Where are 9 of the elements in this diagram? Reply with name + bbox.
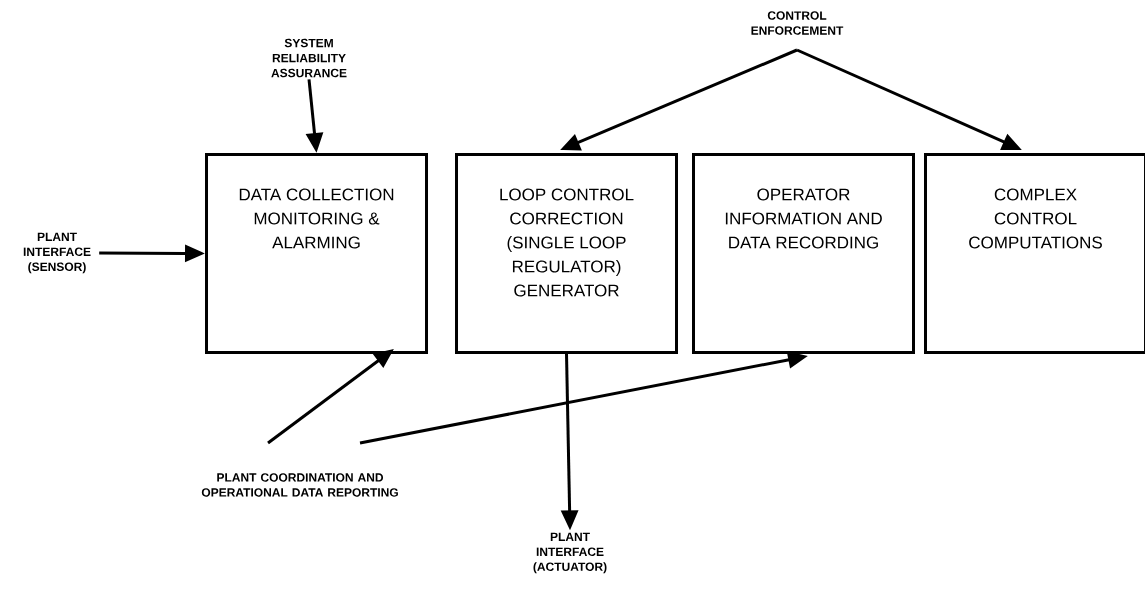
process-box: OPERATOR INFORMATION AND DATA RECORDING (692, 153, 915, 354)
bold-label: PLANT INTERFACE (ACTUATOR) (533, 532, 607, 574)
process-box: DATA COLLECTION MONITORING & ALARMING (205, 153, 428, 354)
bold-label: CONTROL ENFORCEMENT (751, 11, 844, 35)
process-box: LOOP CONTROL CORRECTION (SINGLE LOOP REGULATOR) GENERATOR (455, 153, 678, 354)
bold-label: PLANT COORDINATION AND OPERATIONAL DATA REPORTING (201, 473, 398, 497)
bold-label: SYSTEM RELIABILITY ASSURANCE (271, 38, 347, 78)
bold-label: PLANT INTERFACE (SENSOR) (23, 232, 91, 274)
process-box: COMPLEX CONTROL COMPUTATIONS (924, 153, 1145, 354)
